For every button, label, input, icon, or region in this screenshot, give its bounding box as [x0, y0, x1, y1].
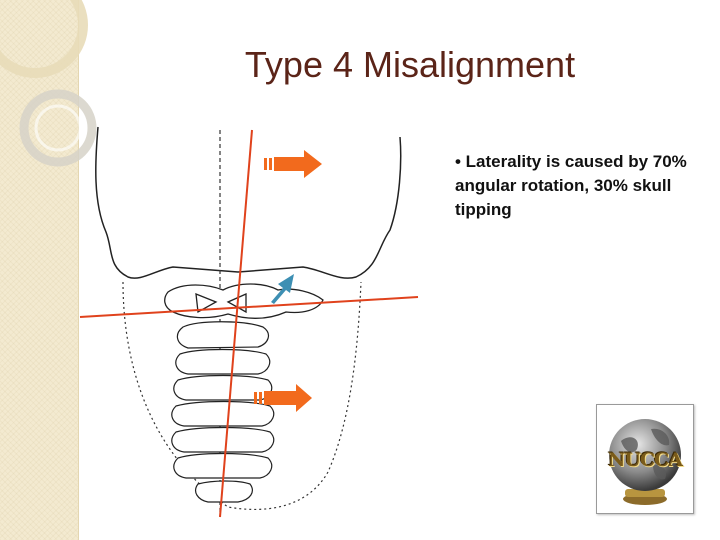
skull-outline [95, 126, 402, 279]
cervical-vertebrae [171, 321, 275, 503]
orange-arrow-top [264, 150, 322, 178]
jaw-dotted-outline [122, 281, 362, 511]
globe-icon [609, 419, 681, 505]
slide-title: Type 4 Misalignment [244, 44, 576, 85]
atlas-vertebra [164, 283, 324, 319]
horizontal-reference-line [79, 296, 419, 318]
vertical-reference-line [219, 129, 253, 518]
decorative-side-strip [0, 0, 79, 540]
cervical-spine-diagram [79, 126, 419, 518]
bullet-text: • Laterality is caused by 70% angular ro… [455, 152, 687, 219]
logo-text: NUCCA [608, 449, 683, 471]
orange-arrow-bottom [254, 384, 312, 412]
nucca-logo: NUCCA [596, 404, 694, 514]
blue-rotation-arrow [271, 274, 294, 304]
decorative-rings [0, 0, 97, 167]
